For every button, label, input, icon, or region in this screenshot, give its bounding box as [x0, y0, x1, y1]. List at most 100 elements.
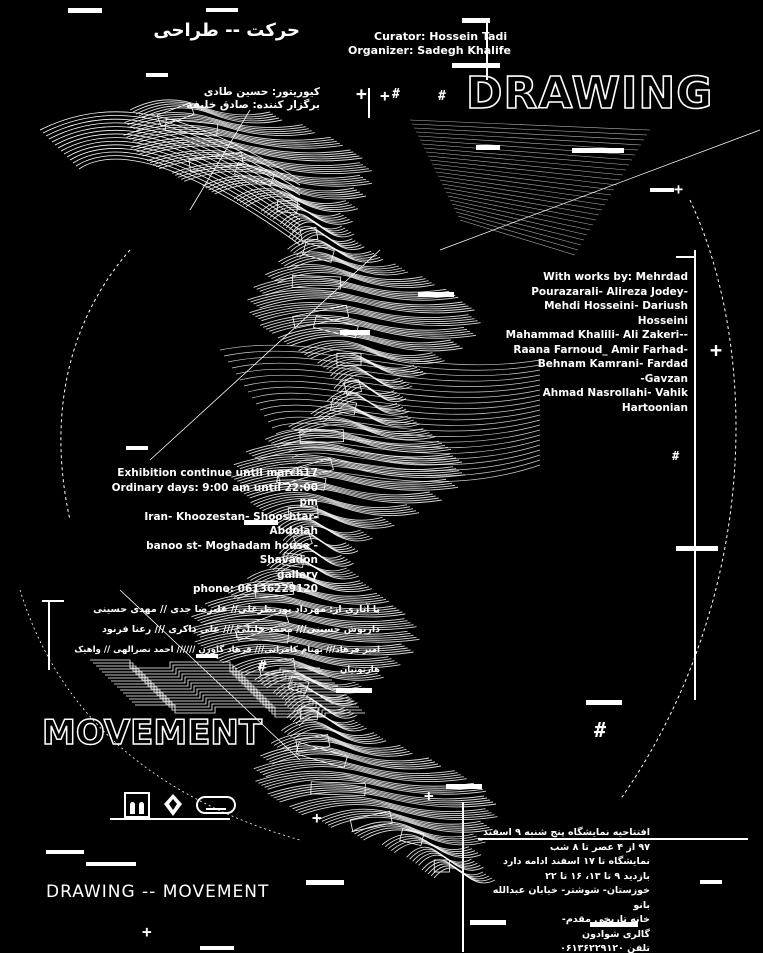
line-art-stroke	[199, 626, 420, 643]
line-art-stroke	[141, 107, 283, 124]
line-art-stroke	[393, 842, 482, 859]
line-art-stroke	[274, 510, 392, 527]
line-art-stroke	[72, 151, 301, 236]
movement-wordmark: MOVEMENT	[41, 712, 263, 754]
artists-en-line: Hosseini	[637, 314, 688, 327]
line-art-stroke	[455, 211, 582, 246]
line-art-stroke	[330, 816, 493, 833]
line-art-stroke	[130, 137, 351, 154]
deco-line	[486, 20, 488, 80]
line-art-stroke	[129, 698, 359, 712]
line-art-stroke	[48, 122, 301, 196]
line-art-stroke	[267, 783, 485, 800]
line-art-stroke	[142, 145, 363, 162]
line-art-stroke	[250, 291, 466, 308]
artists-fa: با آثاری از: مهرداد پورنظرعلی// علیرضا ج…	[40, 600, 380, 680]
line-art-stroke	[258, 308, 478, 325]
line-art-stroke	[206, 639, 414, 656]
line-art-stroke	[231, 362, 541, 382]
line-art-stroke	[299, 459, 541, 477]
line-art-stroke	[187, 618, 408, 635]
line-art-stroke	[291, 221, 355, 238]
artists-en-line: Behnam Kamrani- Fardad	[537, 358, 688, 370]
line-art-stroke	[203, 637, 411, 654]
line-art-stroke	[441, 183, 603, 211]
line-art-stroke	[345, 386, 407, 403]
line-art-stroke	[236, 190, 349, 207]
line-art-stroke	[233, 454, 454, 471]
line-art-stroke	[423, 147, 630, 166]
deco-bar	[462, 18, 490, 23]
artists-en: With works by: Mehrdad Pourazarali- Alir…	[496, 270, 688, 415]
line-art-stroke	[255, 770, 474, 787]
line-art-stroke	[132, 701, 362, 715]
line-art-stroke	[105, 674, 335, 688]
line-art-stroke	[78, 158, 301, 246]
line-art-stroke	[280, 329, 454, 346]
line-art-stroke	[129, 99, 271, 116]
line-art-stroke	[126, 126, 334, 143]
line-art-stroke	[279, 738, 410, 755]
line-art-stroke	[277, 512, 395, 529]
line-art-stroke	[249, 302, 469, 319]
deco-line	[110, 818, 230, 820]
exhibition-fa-line: افتتاحیه نمایشگاه پنج شنبه ۹ اسفند	[482, 827, 650, 838]
line-art-stroke	[232, 656, 372, 673]
line-art-stroke	[264, 776, 483, 793]
line-art-stroke	[429, 159, 621, 181]
line-art-stroke	[268, 266, 426, 283]
line-art-stroke	[286, 333, 460, 350]
line-art-stroke	[447, 195, 594, 226]
hash-mark: #	[594, 718, 607, 742]
plus-mark: #	[258, 659, 267, 675]
line-art-stroke	[99, 668, 329, 682]
line-art-stroke	[236, 456, 457, 473]
line-art-stroke	[45, 118, 301, 191]
line-art-stroke	[247, 386, 541, 404]
line-art-stroke	[297, 422, 433, 439]
artists-fa-line: امیر فرهاد/// بهنام کامرانی/// فرهاد گاو…	[74, 645, 380, 675]
line-art-stroke	[237, 470, 453, 487]
line-art-stroke	[270, 785, 488, 802]
line-art-stroke	[300, 234, 365, 251]
line-art-stroke	[433, 859, 450, 873]
plus-mark: +	[424, 786, 434, 805]
line-art-stroke	[42, 115, 301, 186]
artists-en-line: Ahmad Nasrollahi- Vahik	[542, 387, 688, 399]
deco-bar	[452, 63, 500, 68]
line-art-stroke	[276, 199, 299, 214]
line-art-stroke	[214, 183, 367, 200]
line-art-stroke	[293, 728, 387, 745]
deco-bar	[68, 8, 102, 13]
line-art-stroke	[283, 439, 541, 454]
line-art-stroke	[435, 171, 612, 196]
line-art-stroke	[138, 105, 280, 122]
deco-bar	[126, 446, 148, 450]
line-art-stroke	[240, 472, 456, 489]
exhibition-en-line: Ordinary days: 9:00 am until 22:00 pm	[111, 481, 318, 509]
deco-bar	[572, 148, 624, 153]
line-art-stroke	[234, 161, 275, 187]
line-art-stroke	[126, 695, 356, 709]
deco-bar	[340, 330, 370, 335]
line-art-stroke	[237, 479, 430, 496]
line-art-stroke	[234, 468, 450, 485]
line-art-stroke	[321, 810, 484, 827]
line-art-stroke	[247, 568, 361, 585]
line-art-stroke	[252, 304, 472, 321]
line-art-stroke	[149, 249, 381, 461]
line-art-stroke	[274, 434, 449, 451]
line-art-stroke	[194, 631, 402, 648]
line-art-stroke	[262, 500, 420, 517]
line-art-stroke	[243, 380, 541, 399]
line-art-stroke	[273, 787, 491, 804]
line-art-stroke	[418, 854, 484, 871]
svg-text:DRAWING: DRAWING	[466, 68, 713, 119]
line-art-stroke	[60, 137, 301, 216]
line-art-stroke	[292, 304, 350, 329]
line-art-stroke	[296, 702, 357, 719]
line-art-stroke	[281, 253, 400, 270]
line-art-stroke	[271, 422, 541, 437]
line-art-stroke	[242, 194, 355, 211]
line-art-stroke	[421, 143, 633, 161]
